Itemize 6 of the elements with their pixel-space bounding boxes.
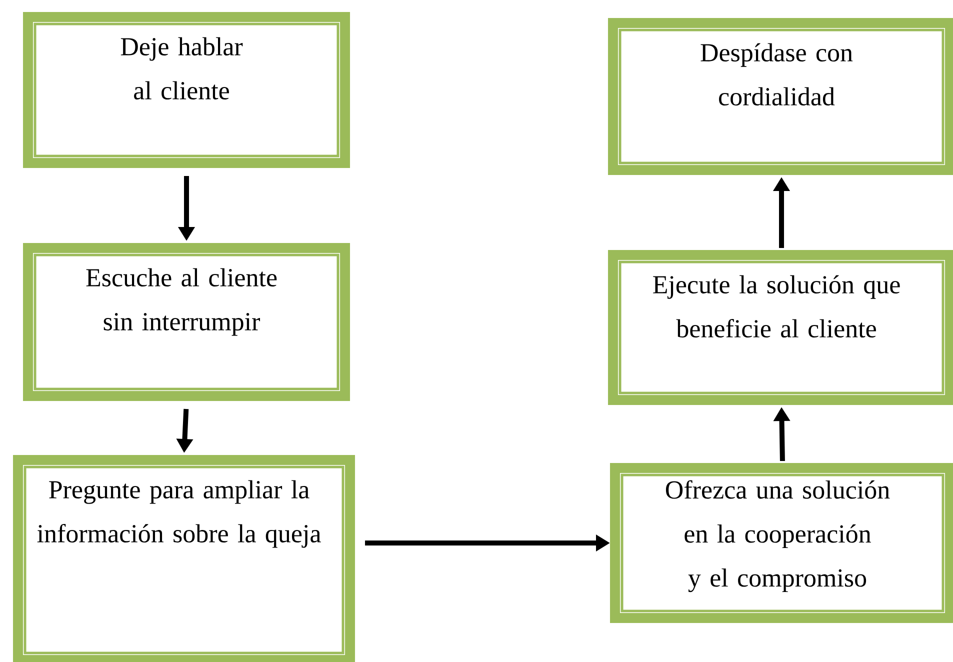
process-box: Pregunte para ampliar la información sobre la queja	[13, 455, 355, 662]
process-box: Ejecute la solución que beneficie al cliente	[608, 250, 953, 405]
process-box: Despídase con cordialidad	[608, 18, 953, 175]
process-box: Ofrezca una solución en la cooperación y el compromiso	[610, 463, 953, 623]
process-box: Escuche al cliente sin interrumpir	[23, 243, 350, 401]
process-box: Deje hablar al cliente	[23, 12, 350, 168]
